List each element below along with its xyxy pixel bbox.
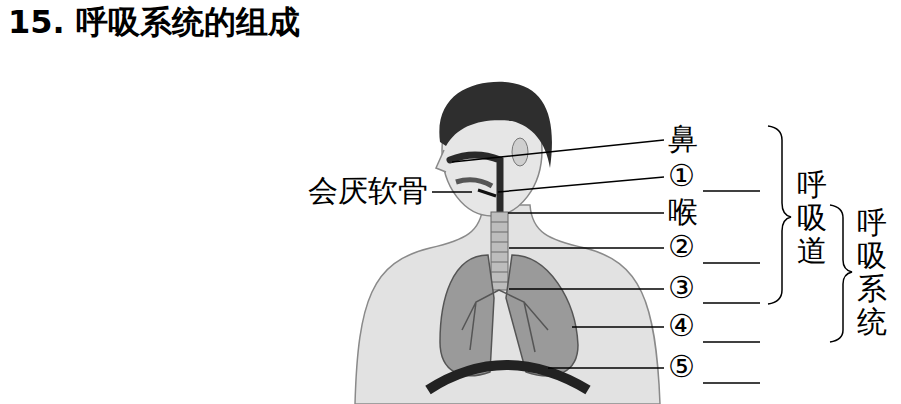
- callout-number: ④: [668, 311, 695, 341]
- brace: [768, 126, 791, 304]
- right-lung: [506, 255, 578, 376]
- nose: [436, 150, 446, 172]
- group-label: 呼吸系统: [857, 206, 887, 338]
- ear: [512, 138, 528, 166]
- epiglottis: [478, 190, 496, 196]
- part-label: 喉: [668, 197, 698, 227]
- answer-blanks: [703, 191, 760, 383]
- left-lung: [440, 255, 494, 376]
- trachea: [491, 212, 508, 290]
- callout-number: ②: [668, 232, 695, 262]
- bronchi: [462, 290, 548, 352]
- part-label: 会厌软骨: [308, 176, 428, 206]
- group-label: 呼吸道: [797, 168, 827, 267]
- callout-number: ③: [668, 273, 695, 303]
- callout-number: ①: [668, 161, 695, 191]
- leader-lines: [432, 140, 664, 368]
- part-label: 鼻: [668, 124, 698, 154]
- callout-number: ⑤: [668, 352, 695, 382]
- brace: [830, 205, 852, 342]
- trachea-rings: [491, 222, 508, 282]
- torso: [355, 205, 660, 404]
- airway: [450, 155, 500, 215]
- mouth-cavity: [456, 180, 492, 186]
- title: 15. 呼吸系统的组成: [8, 6, 300, 38]
